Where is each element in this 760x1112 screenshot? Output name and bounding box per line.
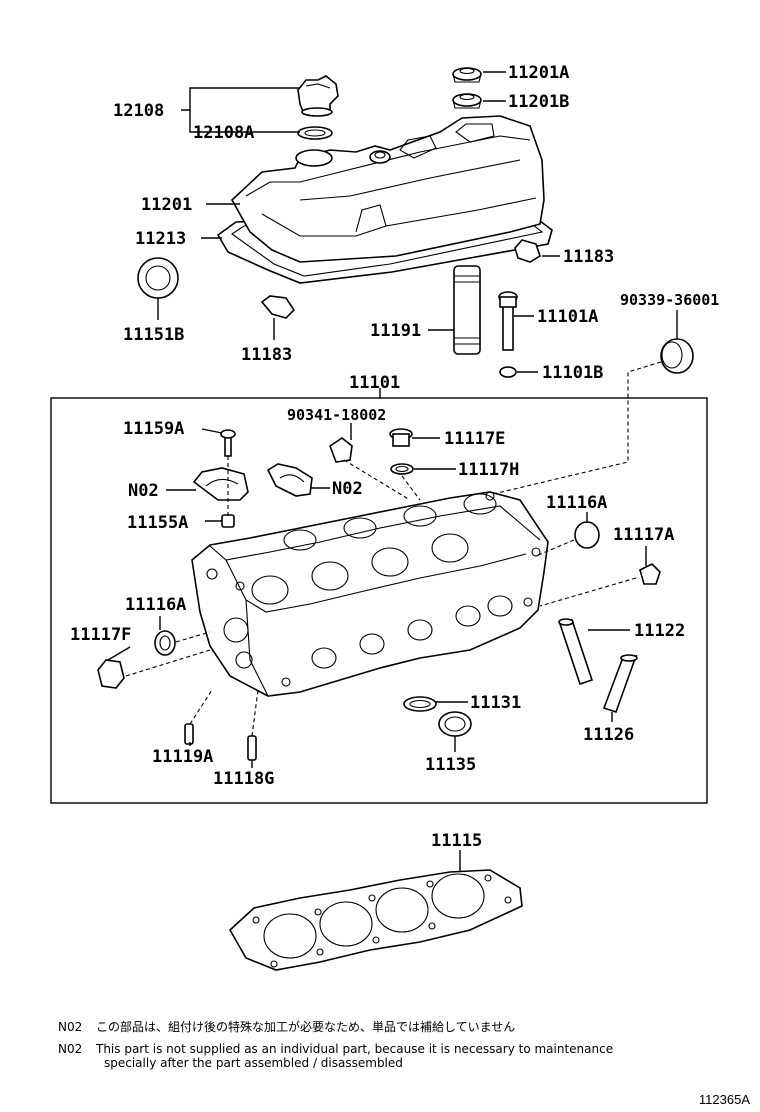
label-11116a-left: 11116A [125, 595, 186, 615]
label-90341-18002: 90341-18002 [287, 406, 386, 424]
plug-11117f [97, 659, 125, 689]
head-gasket [228, 869, 523, 971]
note-text-en-line1: This part is not supplied as an individu… [96, 1042, 614, 1056]
label-11213: 11213 [135, 229, 186, 249]
head-gasket-group [228, 850, 523, 971]
pin-11155a [221, 514, 235, 528]
plug-11117a [639, 563, 661, 585]
pin-11119a [184, 723, 194, 745]
label-11135: 11135 [425, 755, 476, 775]
label-11183-right: 11183 [563, 247, 614, 267]
label-11151b: 11151B [123, 325, 184, 345]
valve-guide-11122 [558, 618, 594, 686]
bearing-cap-n02-left [192, 467, 249, 501]
label-11201a: 11201A [508, 63, 569, 83]
oil-cap-gasket [297, 126, 333, 140]
label-11117f: 11117F [70, 625, 131, 645]
label-11155a: 11155A [127, 513, 188, 533]
label-11131: 11131 [470, 693, 521, 713]
plug-11116a-left [154, 630, 176, 656]
label-11201b: 11201B [508, 92, 569, 112]
label-11101: 11101 [349, 373, 400, 393]
note-japanese: N02 この部品は、組付け後の特殊な加工が必要なため、単品では補給していません [58, 1020, 515, 1034]
label-11159a: 11159A [123, 419, 184, 439]
note-text-ja: この部品は、組付け後の特殊な加工が必要なため、単品では補給していません [96, 1020, 516, 1034]
label-n02-right: N02 [332, 479, 363, 499]
label-11101b: 11101B [542, 363, 603, 383]
label-12108: 12108 [113, 101, 164, 121]
label-11183-left: 11183 [241, 345, 292, 365]
note-english: N02 This part is not supplied as an indiv… [58, 1042, 613, 1056]
label-11118g: 11118G [213, 769, 274, 789]
label-11122: 11122 [634, 621, 685, 641]
ring-11117h [390, 463, 414, 475]
label-11117h: 11117H [458, 460, 519, 480]
label-11101a: 11101A [537, 307, 598, 327]
plug-11183-right [514, 239, 541, 263]
label-11191: 11191 [370, 321, 421, 341]
spark-plug-tube [453, 265, 481, 355]
bolt-11159a [224, 435, 232, 457]
valve-cover-group [137, 67, 694, 501]
label-12108a: 12108A [193, 123, 254, 143]
label-11115: 11115 [431, 831, 482, 851]
label-11201: 11201 [141, 195, 192, 215]
plug-11116a-right [574, 521, 600, 549]
ring-11131 [403, 696, 437, 712]
label-11117e: 11117E [444, 429, 505, 449]
label-n02-left: N02 [128, 481, 159, 501]
label-11116a-right: 11116A [546, 493, 607, 513]
oil-seal-11151b [137, 257, 179, 299]
label-90339-36001: 90339-36001 [620, 291, 719, 309]
cylinder-head-assembly-box [50, 397, 708, 804]
note-key: N02 [58, 1020, 83, 1034]
bearing-cap-n02-right [266, 463, 313, 497]
document-code: 112365A [698, 1092, 750, 1107]
valve-guide-11126 [602, 654, 638, 714]
plug-90341 [329, 437, 353, 463]
washer-11101b [499, 366, 517, 378]
label-11126: 11126 [583, 725, 634, 745]
pin-11118g [247, 735, 257, 761]
cylinder-head-group [97, 423, 661, 768]
head-bolt [502, 305, 514, 351]
cylinder-head [191, 491, 549, 697]
seal-11135 [438, 711, 472, 737]
plug-11183-left [260, 295, 296, 319]
label-11117a: 11117A [613, 525, 674, 545]
part-labels: 12108 12108A 11201A 11201B 11201 11213 1… [70, 63, 719, 851]
note-key: N02 [58, 1042, 83, 1056]
label-11119a: 11119A [152, 747, 213, 767]
note-text-en-line2: specially after the part assembled / dis… [104, 1056, 403, 1070]
